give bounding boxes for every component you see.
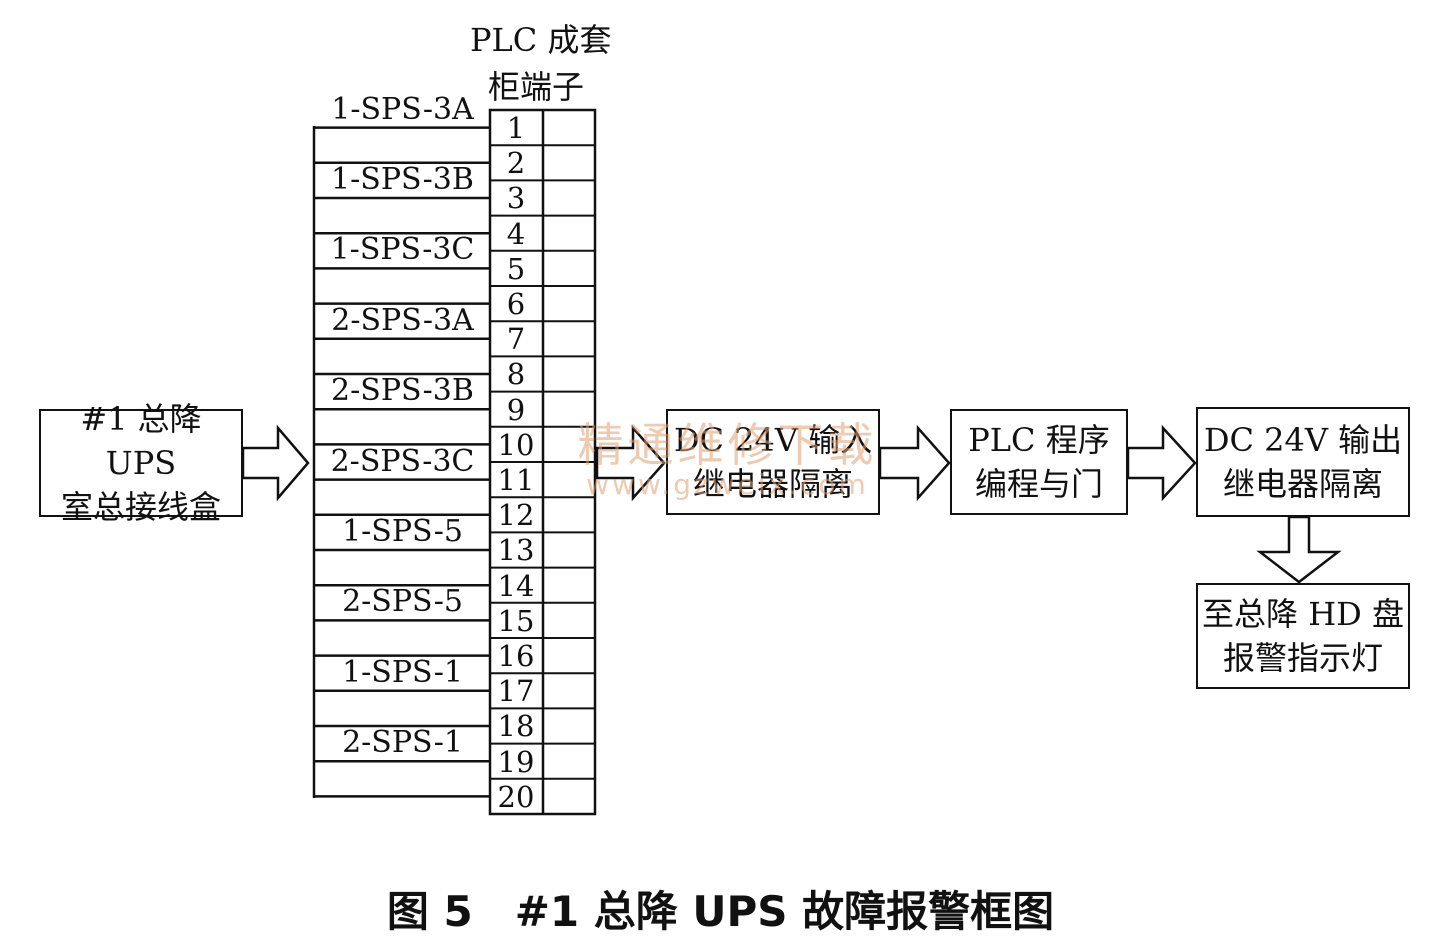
output-relay-box: DC 24V 输出 继电器隔离 bbox=[1196, 407, 1410, 517]
figure-caption: 图 5 #1 总降 UPS 故障报警框图 bbox=[386, 887, 1055, 936]
input-relay-line1: DC 24V 输入 bbox=[673, 421, 873, 459]
signal-label: 2-SPS-3C bbox=[330, 443, 475, 479]
terminal-number: 20 bbox=[497, 779, 535, 814]
indicator-line2: 报警指示灯 bbox=[1222, 639, 1383, 677]
plc-box-line1: PLC 程序 bbox=[968, 421, 1110, 459]
arrow-source-to-bus bbox=[241, 424, 310, 502]
terminal-number: 7 bbox=[506, 322, 526, 357]
terminal-number: 4 bbox=[506, 216, 526, 251]
terminal-number: 19 bbox=[497, 744, 535, 779]
terminal-number: 18 bbox=[497, 709, 535, 744]
terminal-number: 17 bbox=[497, 674, 535, 709]
terminal-number: 10 bbox=[497, 427, 535, 462]
signal-label: 2-SPS-3B bbox=[331, 373, 474, 409]
arrow-input-to-plc bbox=[878, 424, 951, 502]
terminal-header-line1: PLC 成套 bbox=[470, 21, 612, 59]
output-relay-line2: 继电器隔离 bbox=[1222, 465, 1383, 503]
terminal-number: 1 bbox=[506, 111, 526, 145]
source-box-line2: 室总接线盒 bbox=[60, 488, 221, 526]
signal-label: 1-SPS-1 bbox=[342, 654, 463, 690]
signal-label: 1-SPS-5 bbox=[342, 514, 463, 549]
plc-box-line2: 编程与门 bbox=[974, 465, 1103, 503]
signal-label: 2-SPS-3A bbox=[331, 302, 474, 338]
terminal-number: 2 bbox=[506, 146, 526, 181]
terminal-number: 12 bbox=[497, 498, 535, 533]
signal-label: 1-SPS-3A bbox=[331, 91, 474, 127]
terminal-number: 11 bbox=[497, 463, 535, 497]
source-junction-box: #1 总降 UPS 室总接线盒 bbox=[39, 400, 243, 526]
arrow-terminals-to-input bbox=[595, 424, 666, 502]
terminal-number: 5 bbox=[506, 251, 526, 286]
terminal-number: 15 bbox=[497, 603, 535, 638]
signal-label: 2-SPS-1 bbox=[342, 725, 463, 761]
terminal-number: 8 bbox=[506, 357, 526, 392]
input-relay-line2: 继电器隔离 bbox=[692, 465, 853, 503]
source-box-line1: #1 总降 UPS bbox=[80, 400, 202, 482]
terminal-number: 3 bbox=[506, 181, 526, 216]
signal-label: 1-SPS-3B bbox=[331, 162, 474, 197]
terminal-number: 16 bbox=[497, 639, 535, 673]
terminal-number: 6 bbox=[506, 287, 526, 321]
signal-label: 2-SPS-5 bbox=[342, 584, 463, 620]
terminal-header-line2: 柜端子 bbox=[488, 68, 585, 106]
arrow-output-to-indicator bbox=[1256, 515, 1342, 584]
indicator-line1: 至总降 HD 盘 bbox=[1202, 595, 1404, 633]
plc-program-box: PLC 程序 编程与门 bbox=[950, 409, 1128, 515]
terminal-number: 13 bbox=[497, 533, 535, 568]
terminal-number: 14 bbox=[497, 568, 535, 603]
indicator-lamp-box: 至总降 HD 盘 报警指示灯 bbox=[1196, 583, 1410, 689]
terminal-number: 9 bbox=[506, 392, 526, 427]
signal-label: 1-SPS-3C bbox=[330, 232, 475, 268]
arrow-plc-to-output bbox=[1126, 424, 1197, 502]
input-relay-box: DC 24V 输入 继电器隔离 bbox=[666, 409, 880, 515]
output-relay-line1: DC 24V 输出 bbox=[1203, 421, 1403, 459]
